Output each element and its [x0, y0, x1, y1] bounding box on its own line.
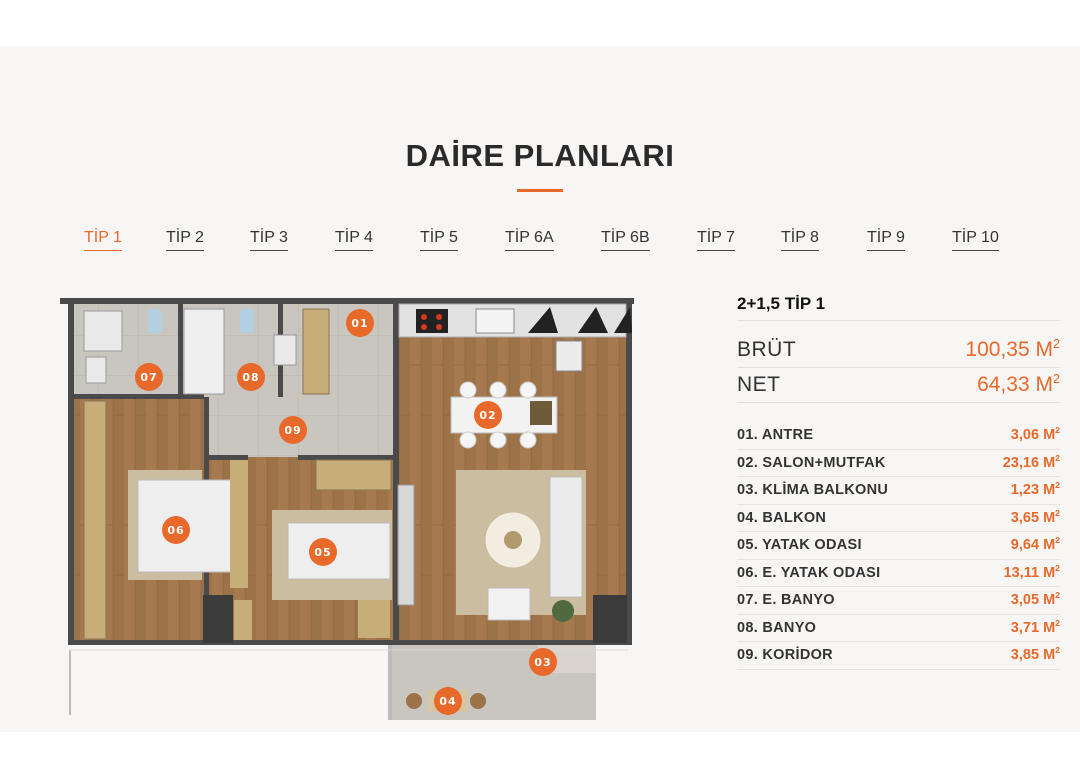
room-value: 3,65 M2	[1010, 507, 1060, 526]
tab-tip-6a[interactable]: TİP 6A	[505, 228, 554, 251]
room-row-banyo: 08. BANYO 3,71 M2	[737, 615, 1060, 642]
room-badge-02-label: 02	[479, 409, 496, 422]
tab-tip-2[interactable]: TİP 2	[166, 228, 204, 251]
room-label: 03. KLİMA BALKONU	[737, 482, 889, 498]
room-label: 08. BANYO	[737, 619, 817, 636]
room-label: 06. E. YATAK ODASI	[737, 564, 881, 581]
room-value: 3,05 M2	[1010, 590, 1060, 608]
room-row-klima-balkonu: 03. KLİMA BALKONU 1,23 M2	[737, 477, 1060, 505]
room-badge-05: 05	[309, 538, 337, 566]
room-badge-08-label: 08	[242, 371, 259, 384]
plan-title: 2+1,5 TİP 1	[737, 294, 826, 313]
room-row-antre: 01. ANTRE 3,06 M2	[737, 422, 1060, 450]
room-area-list: 01. ANTRE 3,06 M2 02. SALON+MUTFAK 23,16…	[737, 422, 1060, 670]
room-badge-07-label: 07	[140, 371, 157, 384]
plan-type-tabs: TİP 1 TİP 2 TİP 3 TİP 4 TİP 5 TİP 6A TİP…	[0, 228, 1080, 254]
room-row-yatak-odasi: 05. YATAK ODASI 9,64 M2	[737, 532, 1060, 560]
room-badge-06-label: 06	[167, 524, 184, 537]
room-label: 07. E. BANYO	[737, 592, 835, 608]
room-badge-08: 08	[237, 363, 265, 391]
tab-tip-6b[interactable]: TİP 6B	[601, 228, 650, 251]
tab-tip-4[interactable]: TİP 4	[335, 228, 373, 251]
brut-label: BRÜT	[737, 338, 797, 361]
room-row-koridor: 09. KORİDOR 3,85 M2	[737, 642, 1060, 670]
tab-tip-8[interactable]: TİP 8	[781, 228, 819, 251]
room-label: 01. ANTRE	[737, 427, 814, 443]
room-label: 04. BALKON	[737, 509, 827, 526]
room-label: 02. SALON+MUTFAK	[737, 454, 886, 471]
room-badge-04: 04	[434, 687, 462, 715]
page-title: DAİRE PLANLARI	[405, 138, 675, 173]
room-value: 13,11 M2	[1003, 562, 1060, 581]
brut-area-row: BRÜT 100,35 M2	[737, 334, 1060, 368]
room-badge-01: 01	[346, 309, 374, 337]
title-underline	[517, 189, 563, 192]
room-value: 1,23 M2	[1010, 480, 1060, 498]
room-row-balkon: 04. BALKON 3,65 M2	[737, 505, 1060, 532]
room-value: 9,64 M2	[1010, 535, 1060, 553]
room-badge-03: 03	[529, 648, 557, 676]
room-label: 09. KORİDOR	[737, 647, 833, 663]
room-badge-06: 06	[162, 516, 190, 544]
brut-value: 100,35 M2	[965, 337, 1060, 361]
tab-tip-5[interactable]: TİP 5	[420, 228, 458, 251]
room-value: 23,16 M2	[1002, 452, 1060, 471]
divider	[737, 320, 1060, 321]
room-badge-09: 09	[279, 416, 307, 444]
room-value: 3,06 M2	[1010, 425, 1060, 443]
room-badge-07: 07	[135, 363, 163, 391]
floor-plan-image: 01 02 03 04 05 06 07 08 09	[58, 295, 638, 725]
net-area-row: NET 64,33 M2	[737, 369, 1060, 403]
tab-tip-1[interactable]: TİP 1	[84, 228, 122, 251]
net-label: NET	[737, 373, 781, 396]
room-badge-03-label: 03	[534, 656, 551, 669]
tab-tip-7[interactable]: TİP 7	[697, 228, 735, 251]
tab-tip-10[interactable]: TİP 10	[952, 228, 999, 251]
tab-tip-3[interactable]: TİP 3	[250, 228, 288, 251]
room-row-e-banyo: 07. E. BANYO 3,05 M2	[737, 587, 1060, 615]
room-badge-04-label: 04	[439, 695, 456, 708]
room-row-salon-mutfak: 02. SALON+MUTFAK 23,16 M2	[737, 450, 1060, 477]
room-row-e-yatak-odasi: 06. E. YATAK ODASI 13,11 M2	[737, 560, 1060, 587]
tab-tip-9[interactable]: TİP 9	[867, 228, 905, 251]
room-badge-05-label: 05	[314, 546, 331, 559]
room-badge-01-label: 01	[351, 317, 368, 330]
room-badge-02: 02	[474, 401, 502, 429]
net-value: 64,33 M2	[977, 372, 1060, 396]
room-badge-09-label: 09	[284, 424, 301, 437]
room-value: 3,85 M2	[1010, 645, 1060, 663]
room-label: 05. YATAK ODASI	[737, 537, 862, 553]
room-value: 3,71 M2	[1010, 617, 1060, 636]
